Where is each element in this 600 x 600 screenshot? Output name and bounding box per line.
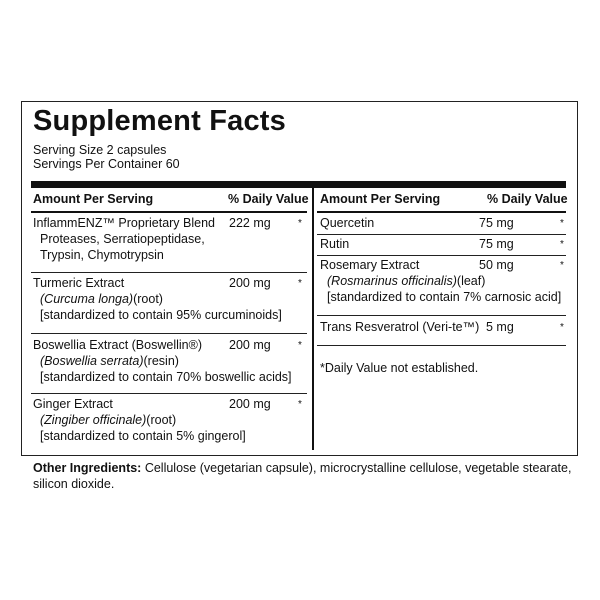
right-header-rule [317, 211, 566, 213]
dv-asterisk: * [560, 260, 564, 271]
ingredient-amount: 222 mg [229, 216, 271, 230]
dv-asterisk: * [560, 322, 564, 333]
latin-line: (Boswellia serrata)(resin) [40, 354, 179, 368]
blend-line: Proteases, Serratiopeptidase, [40, 232, 205, 246]
supplement-facts-panel [21, 101, 578, 456]
right-amount-header: Amount Per Serving [320, 192, 441, 206]
latin-line: (Zingiber officinale)(root) [40, 413, 177, 427]
ingredient-name: Quercetin [320, 216, 375, 230]
header-rule [31, 181, 566, 188]
latin-line: (Rosmarinus officinalis)(leaf) [327, 274, 486, 288]
ingredient-amount: 200 mg [229, 397, 271, 411]
ingredient-name: Boswellia Extract (Boswellin®) [33, 338, 202, 352]
dv-asterisk: * [560, 239, 564, 250]
left-header-rule [31, 211, 307, 213]
ingredient-name: Trans Resveratrol (Veri-te™) [320, 320, 480, 334]
ingredient-amount: 200 mg [229, 338, 271, 352]
column-divider [312, 188, 314, 450]
servings-per-container: Servings Per Container 60 [33, 157, 180, 171]
row-divider [31, 333, 307, 334]
row-divider [317, 315, 566, 316]
latin-line: (Curcuma longa)(root) [40, 292, 163, 306]
left-amount-header: Amount Per Serving [33, 192, 154, 206]
standardization-line: [standardized to contain 95% curcuminoid… [40, 308, 282, 322]
right-dv-header: % Daily Value [487, 192, 568, 206]
row-divider [317, 255, 566, 256]
ingredient-name: Rosemary Extract [320, 258, 420, 272]
left-dv-header: % Daily Value [228, 192, 309, 206]
ingredient-name: InflammENZ™ Proprietary Blend [33, 216, 216, 230]
serving-size: Serving Size 2 capsules [33, 143, 167, 157]
row-divider [31, 393, 307, 394]
ingredient-amount: 75 mg [479, 216, 514, 230]
other-ingredients: Other Ingredients: Cellulose (vegetarian… [33, 461, 573, 492]
row-divider [31, 272, 307, 273]
blend-line: Trypsin, Chymotrypsin [40, 248, 164, 262]
standardization-line: [standardized to contain 7% carnosic aci… [327, 290, 562, 304]
dv-asterisk: * [298, 278, 302, 289]
ingredient-name: Turmeric Extract [33, 276, 125, 290]
dv-asterisk: * [298, 340, 302, 351]
row-divider [317, 345, 566, 346]
dv-asterisk: * [560, 218, 564, 229]
ingredient-amount: 200 mg [229, 276, 271, 290]
dv-asterisk: * [298, 399, 302, 410]
standardization-line: [standardized to contain 70% boswellic a… [40, 370, 292, 384]
dv-asterisk: * [298, 218, 302, 229]
panel-title: Supplement Facts [33, 105, 286, 137]
ingredient-name: Ginger Extract [33, 397, 113, 411]
ingredient-amount: 50 mg [479, 258, 514, 272]
row-divider [317, 234, 566, 235]
ingredient-name: Rutin [320, 237, 350, 251]
daily-value-footnote: *Daily Value not established. [320, 361, 479, 375]
standardization-line: [standardized to contain 5% gingerol] [40, 429, 246, 443]
other-ingredients-label: Other Ingredients: [33, 461, 142, 475]
ingredient-amount: 5 mg [486, 320, 514, 334]
other-ingredients-text: Cellulose (vegetarian capsule), microcry… [33, 461, 572, 491]
ingredient-amount: 75 mg [479, 237, 514, 251]
